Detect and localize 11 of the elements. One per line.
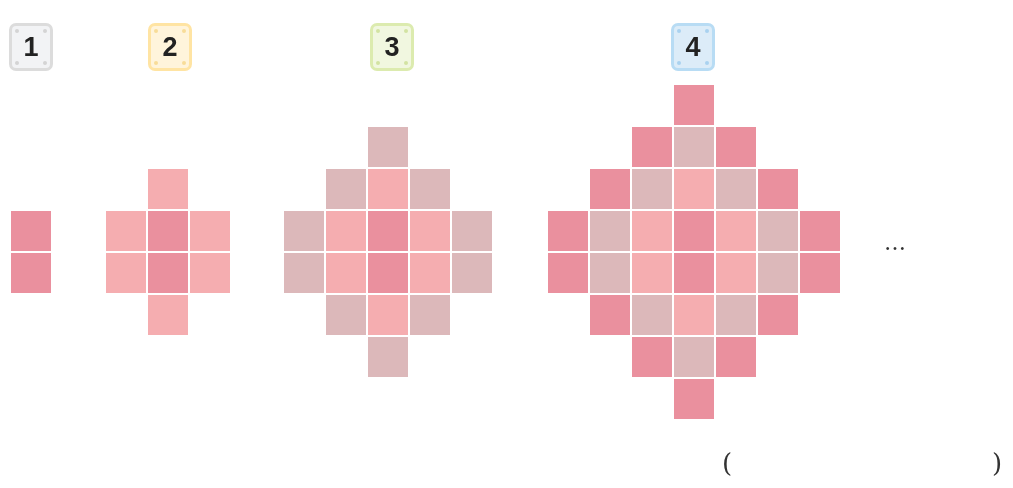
parenthesis: ( bbox=[722, 450, 733, 476]
number-badge bbox=[370, 23, 414, 71]
figure-number: 4 bbox=[685, 31, 701, 63]
figure-number: 1 bbox=[23, 31, 39, 63]
ellipsis: … bbox=[884, 232, 906, 254]
parenthesis: ) bbox=[992, 450, 1003, 476]
number-badge bbox=[671, 23, 715, 71]
number-badge bbox=[148, 23, 192, 71]
number-badge bbox=[9, 23, 53, 71]
figure-number: 2 bbox=[162, 31, 178, 63]
figure-number: 3 bbox=[384, 31, 400, 63]
